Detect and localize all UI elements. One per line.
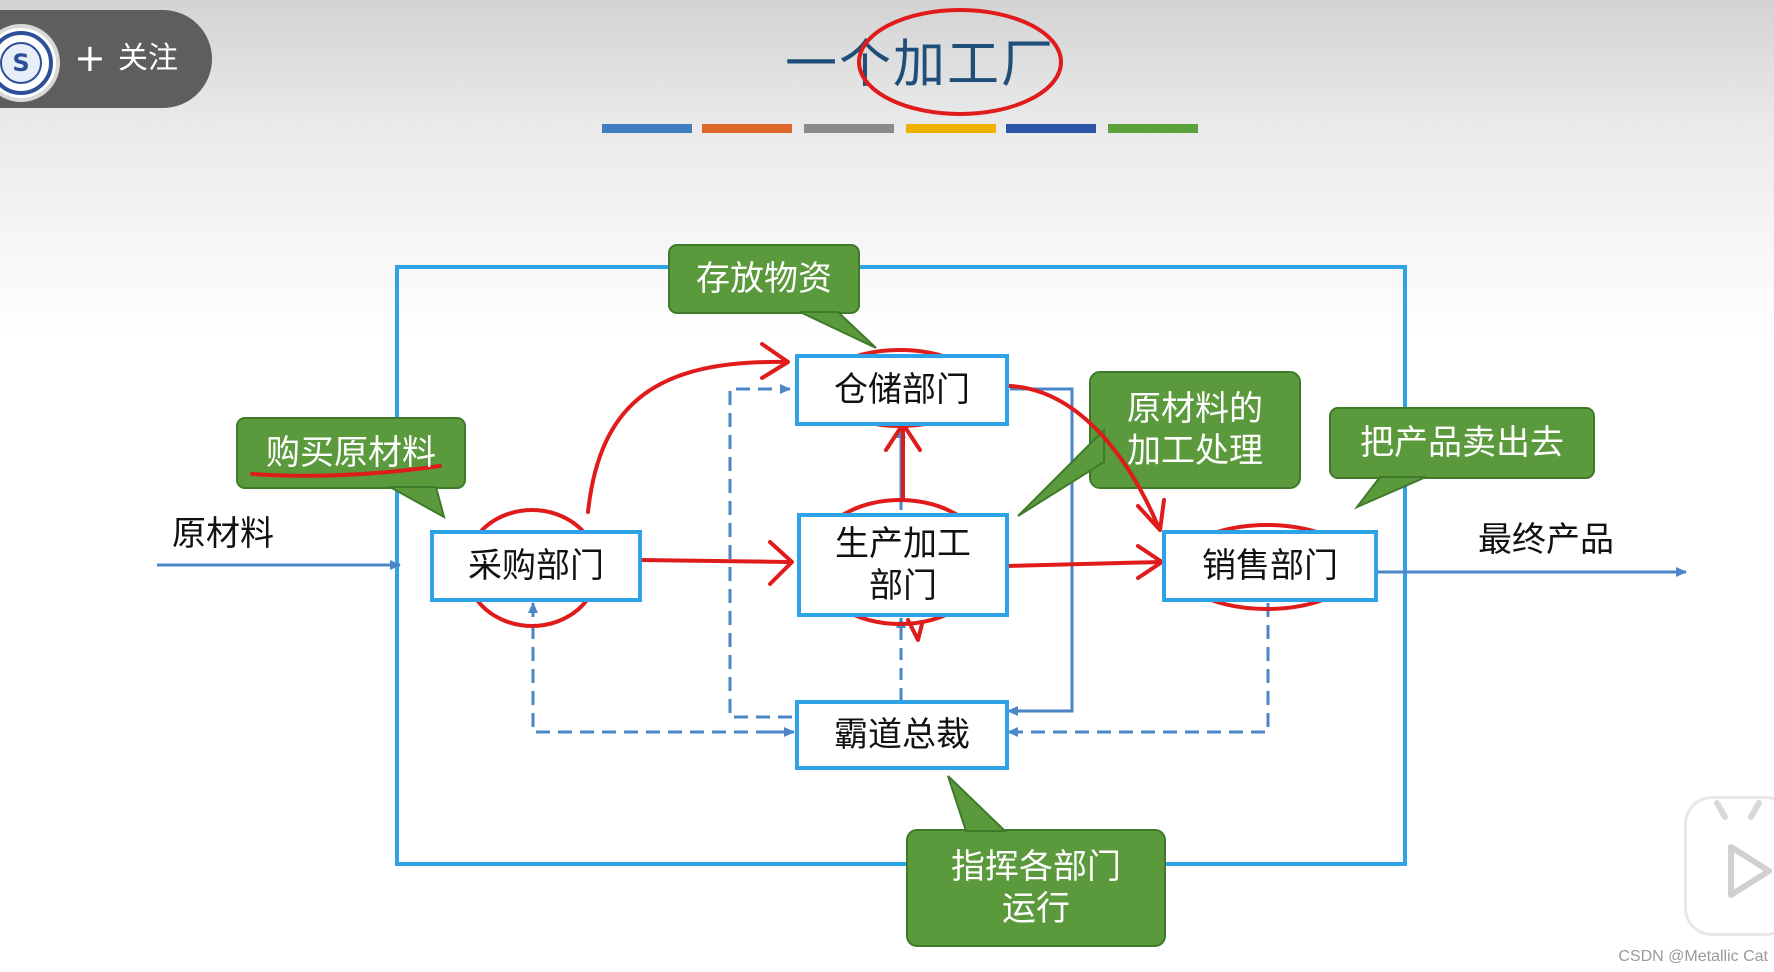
node-purchasing: 采购部门 [430, 530, 642, 602]
callout-production-bubble [1089, 371, 1301, 489]
bilibili-play-icon[interactable] [1684, 796, 1774, 936]
callout-purchasing-tail [386, 486, 446, 520]
node-boss-label: 霸道总裁 [834, 715, 970, 755]
title-bar-segment [1108, 124, 1198, 133]
callout-production-text: 原材料的 加工处理 [1090, 372, 1300, 488]
annotation-purchasing-to-warehouse [586, 359, 787, 514]
callout-production-line1: 原材料的 [1127, 389, 1263, 429]
solid-link-warehouse-boss [1007, 387, 1074, 716]
dashed-link-boss-purchasing [528, 602, 792, 734]
callout-warehouse-text: 存放物资 [696, 259, 832, 299]
annotation-production-base [906, 618, 924, 642]
title-bar-segment [804, 124, 894, 133]
watermark: CSDN @Metallic Cat [1618, 948, 1768, 965]
callout-production-tail [1017, 427, 1105, 517]
callout-warehouse-bubble [668, 244, 860, 314]
annotation-purchase-underline [250, 464, 442, 478]
callout-sales-bubble [1329, 407, 1595, 479]
title-bar-segment [602, 124, 692, 133]
annotation-warehouse-to-sales [1008, 384, 1160, 528]
node-production-label-line1: 生产加工 [835, 524, 971, 564]
annotation-purchasing-to-production [638, 558, 790, 564]
title-bar-segment [702, 124, 792, 133]
annotation-production-to-sales [1003, 560, 1162, 568]
input-label: 原材料 [172, 514, 274, 554]
annotation-purchasing-to-warehouse-head [760, 342, 790, 380]
callout-sales-text: 把产品卖出去 [1360, 423, 1564, 463]
callout-boss-line1: 指挥各部门 [951, 847, 1121, 887]
node-warehouse: 仓储部门 [795, 354, 1009, 426]
node-purchasing-label: 采购部门 [468, 546, 604, 586]
callout-boss-line2: 运行 [1002, 889, 1070, 929]
svg-text:S: S [12, 49, 29, 77]
node-sales-label: 销售部门 [1202, 546, 1338, 586]
callout-warehouse-tail [799, 311, 877, 349]
node-production-label-line2: 部门 [869, 566, 937, 606]
slide-title: 一个加工厂 [784, 35, 1055, 95]
callout-purchasing-text: 购买原材料 [266, 433, 436, 473]
annotation-purchasing-to-production-head [768, 540, 794, 586]
dashed-link-sales [1007, 603, 1270, 737]
callout-boss-tail [947, 775, 1008, 832]
callout-boss-bubble [906, 829, 1166, 947]
callout-boss-text: 指挥各部门 运行 [907, 830, 1165, 946]
title-bar-segment [906, 124, 996, 133]
follow-overlay: S + 关注 [0, 10, 212, 108]
annotation-title-circle [857, 8, 1063, 116]
dashed-link-warehouse [728, 384, 792, 719]
node-sales: 销售部门 [1162, 530, 1378, 602]
follow-plus-icon[interactable]: + [74, 36, 106, 80]
output-label: 最终产品 [1478, 520, 1614, 560]
school-logo-icon: S [0, 24, 60, 102]
title-bar-segment [1006, 124, 1096, 133]
node-boss: 霸道总裁 [795, 700, 1009, 770]
callout-sales-tail [1353, 476, 1427, 510]
node-production: 生产加工 部门 [797, 513, 1009, 617]
annotation-warehouse-to-sales-head [1136, 498, 1166, 532]
callout-production-line2: 加工处理 [1127, 431, 1263, 471]
callout-shapes [236, 244, 1595, 947]
follow-button[interactable]: 关注 [118, 41, 178, 76]
node-warehouse-label: 仓储部门 [834, 370, 970, 410]
